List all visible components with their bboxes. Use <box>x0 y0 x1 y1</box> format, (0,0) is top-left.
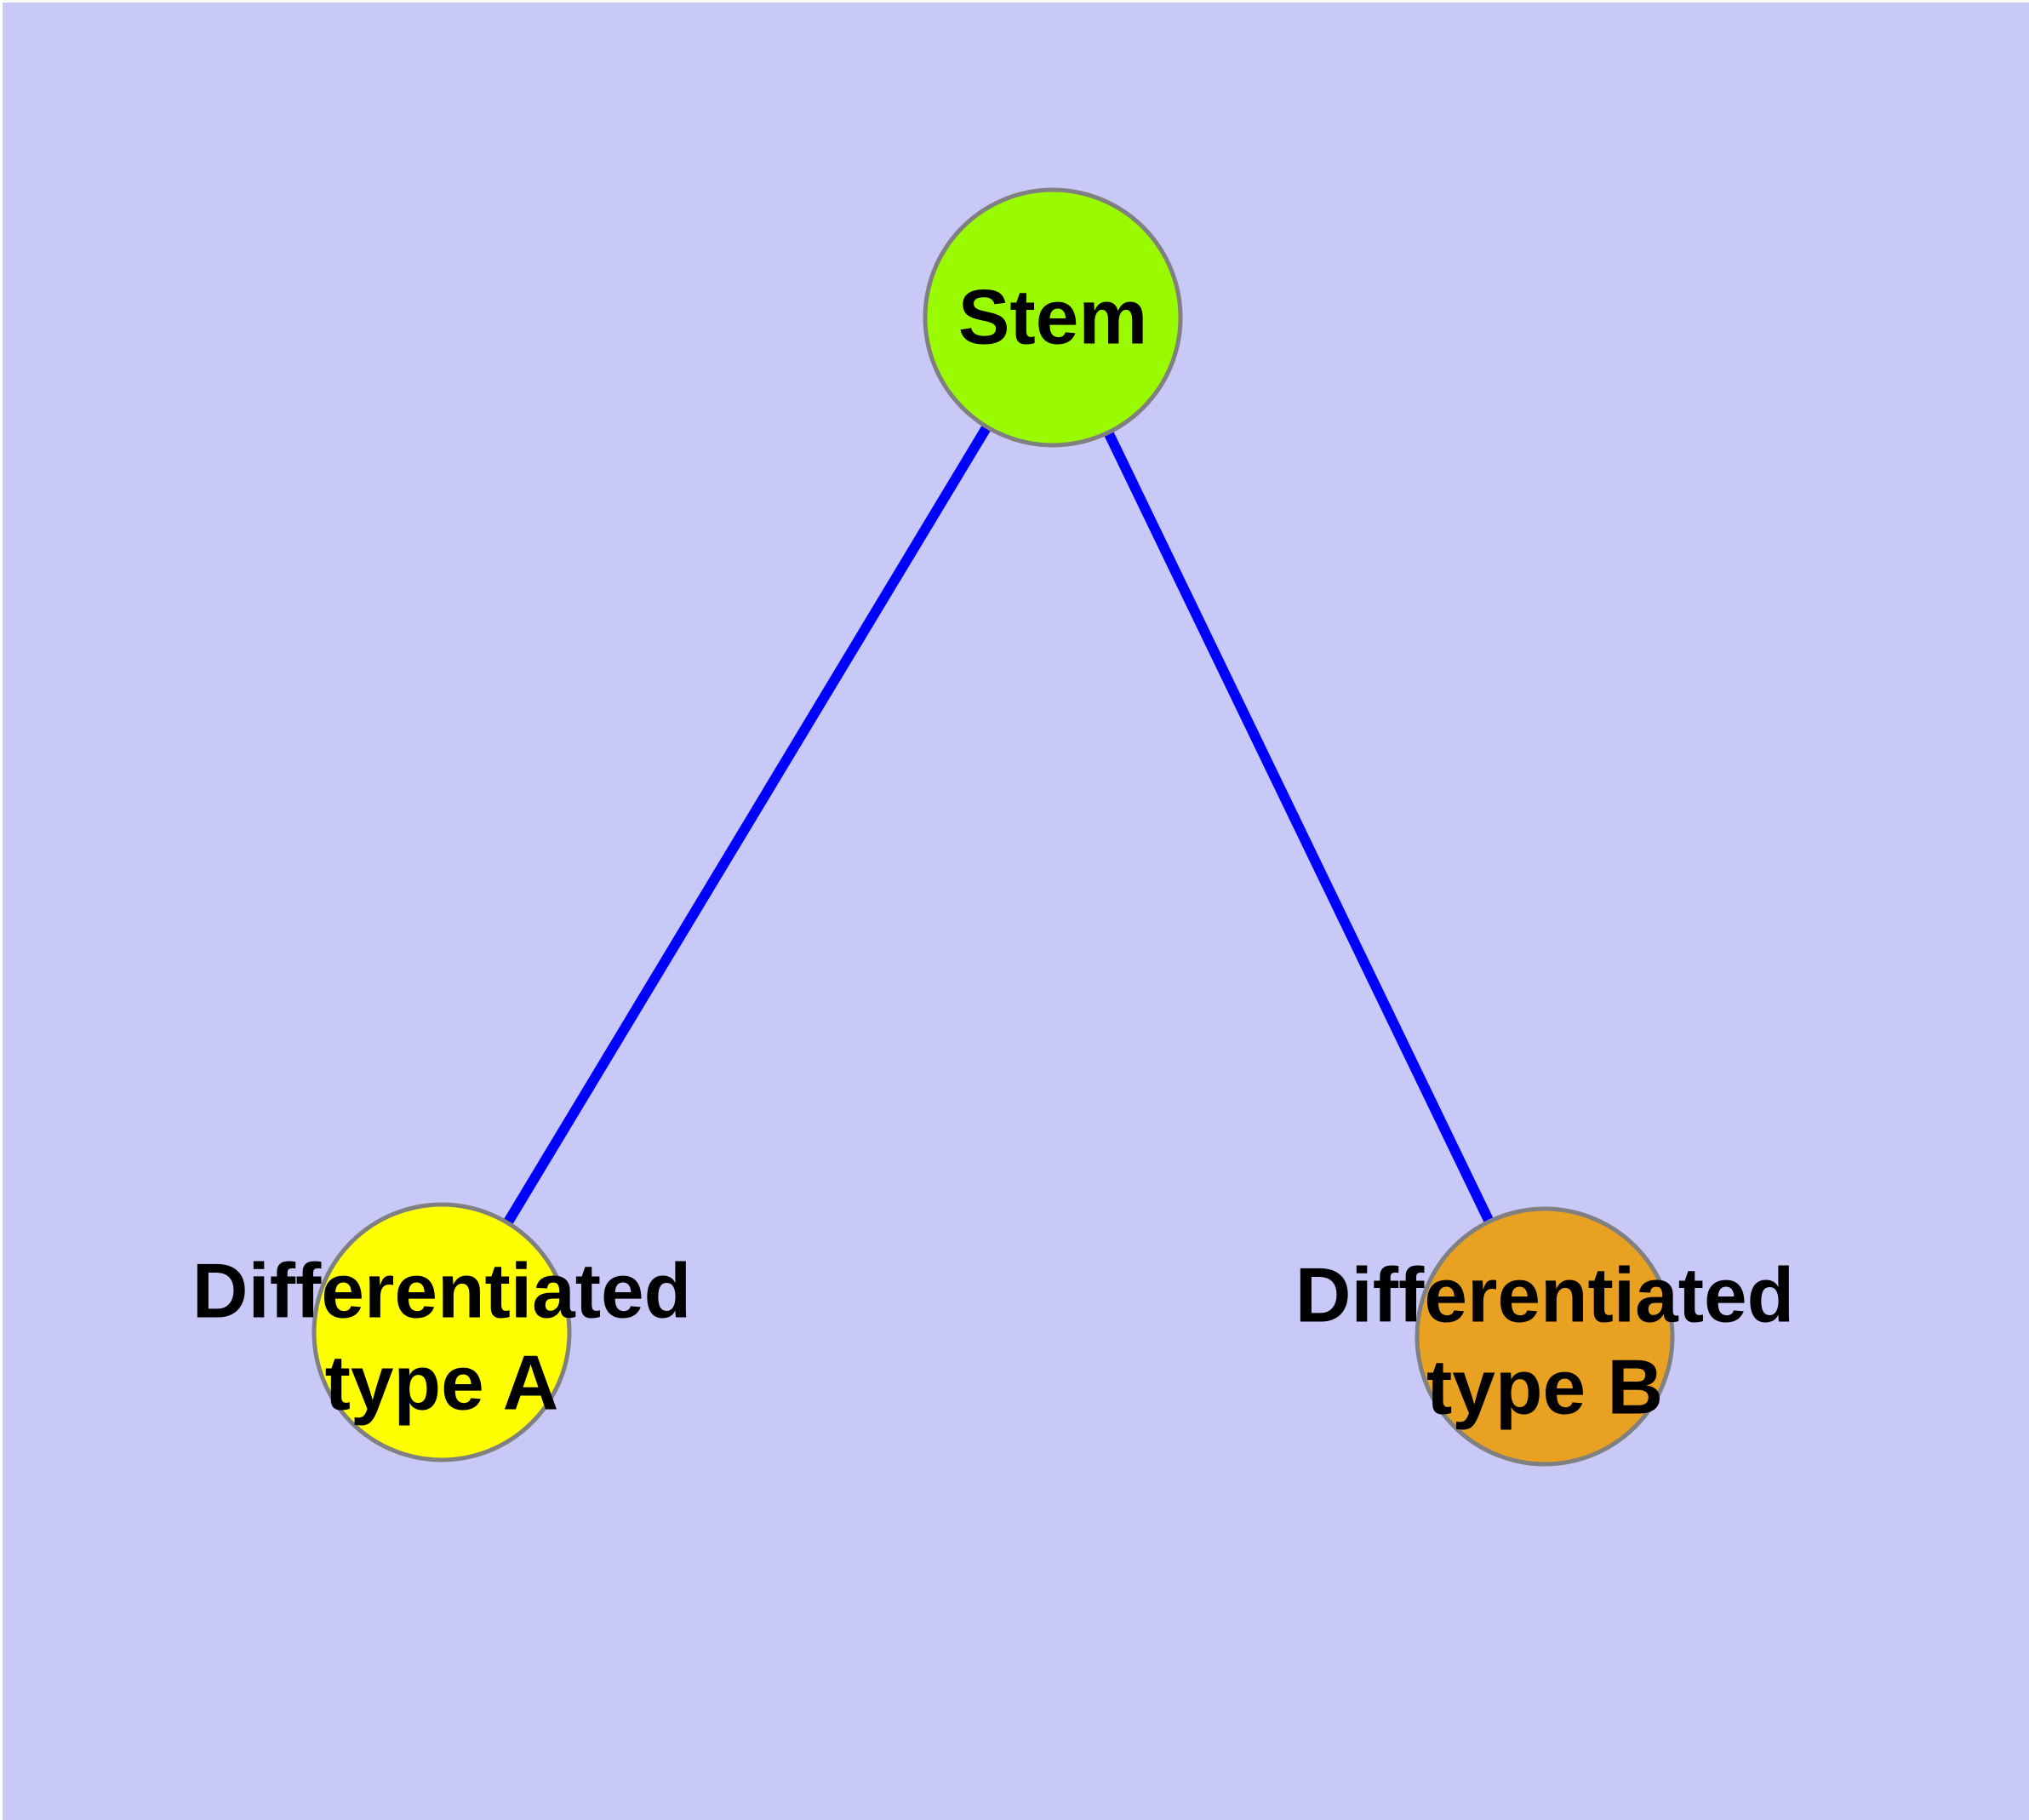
node-type-a-label-line1: Differentiated <box>192 1249 692 1335</box>
node-type-a <box>311 1202 572 1462</box>
node-type-b-label-line2: type B <box>1426 1345 1663 1431</box>
node-type-a-label-line2: type A <box>325 1341 559 1427</box>
edge-stem-to-type-b <box>1048 315 1550 1339</box>
edge-stem-to-type-a <box>437 314 1058 1336</box>
node-stem-label: Stem <box>958 275 1148 361</box>
node-type-b <box>1415 1206 1675 1467</box>
node-stem <box>923 187 1183 448</box>
node-type-b-label-line1: Differentiated <box>1295 1253 1795 1339</box>
